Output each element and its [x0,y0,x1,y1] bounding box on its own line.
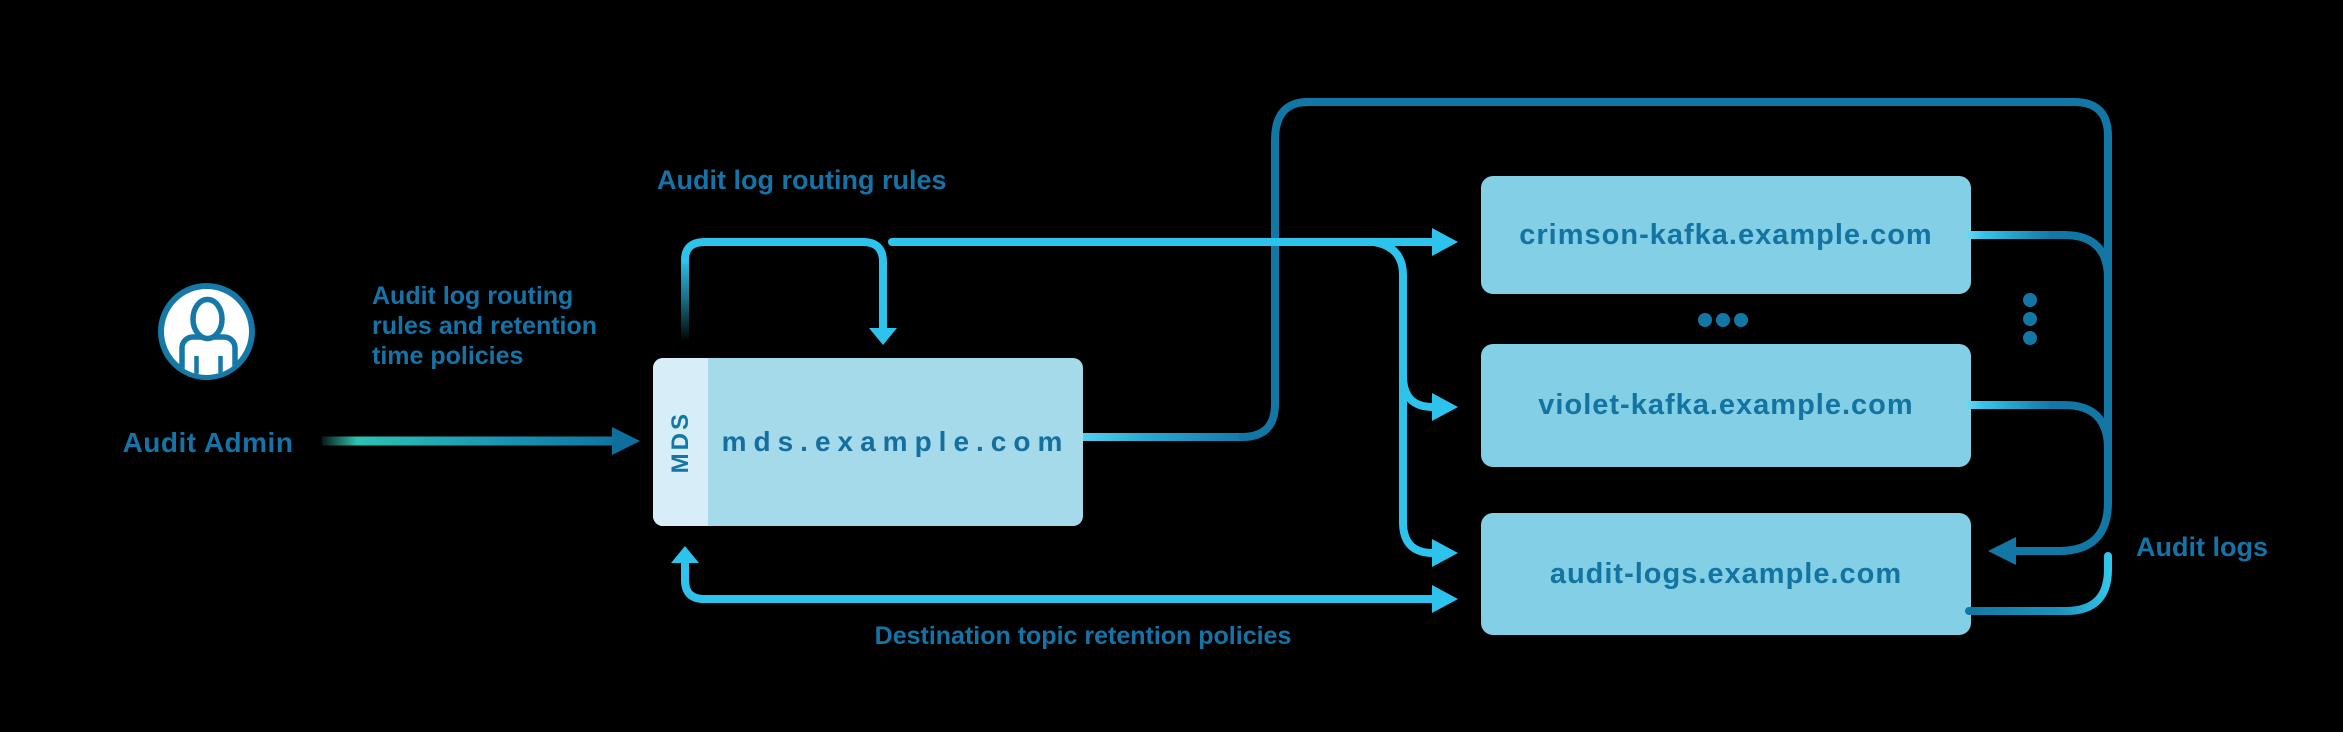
flow-crimson-output [1965,231,2112,283]
flow-routing-branch [1370,238,1437,557]
node-crimson-kafka: crimson-kafka.example.com [1481,176,1971,294]
arrowhead-into-mds-left [612,427,640,455]
admin-flow-label-line2: rules and retention [372,312,598,340]
ellipsis-vertical-icon [2023,293,2037,345]
flow-routing-rules-loop [681,238,887,332]
routing-rules-label: Audit log routing rules [657,165,947,195]
retention-policies-label: Destination topic retention policies [874,622,1292,650]
crimson-kafka-label: crimson-kafka.example.com [1519,218,1933,251]
admin-flow-label-line3: time policies [372,342,524,370]
arrowhead-into-violet [1432,393,1458,421]
actor-label: Audit Admin [122,427,294,458]
mds-tab: MDS [653,358,708,526]
audit-logs-flow-label: Audit logs [2136,532,2268,562]
flow-violet-tee [1399,372,1437,411]
admin-flow-label: Audit log routing rules and retention ti… [372,281,597,371]
admin-flow-label-line1: Audit log routing [372,282,574,310]
node-audit-logs: audit-logs.example.com [1481,513,1971,635]
ellipsis-horizontal-icon [1698,313,1748,327]
arrowhead-retention-into-audit-logs [1432,585,1458,613]
mds-label: mds.example.com [721,426,1070,457]
node-violet-kafka: violet-kafka.example.com [1481,344,1971,467]
audit-logs-label: audit-logs.example.com [1549,557,1903,590]
flow-mds-audit-rail [1238,98,2112,555]
arrowhead-into-audit-logs-left [1432,539,1458,567]
flow-violet-output [1965,401,2112,453]
node-mds: MDS mds.example.com [653,358,1083,526]
flow-retention-line [681,558,1437,603]
violet-kafka-label: violet-kafka.example.com [1538,389,1914,421]
arrowhead-into-mds-bottom [671,546,699,563]
person-icon [158,283,255,380]
flow-audit-self-loop [1965,552,2112,615]
arrowhead-into-mds-top [869,328,897,345]
arrowhead-into-audit-logs-right [1988,537,2016,565]
arrowhead-into-crimson [1432,228,1458,256]
